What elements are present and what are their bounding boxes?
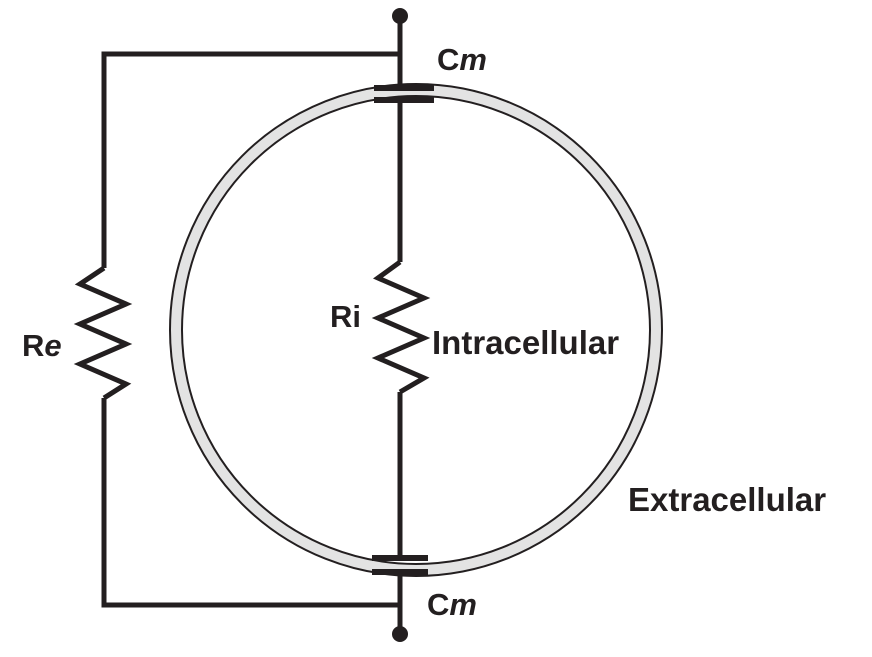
ri-resistor-zigzag bbox=[371, 259, 431, 395]
top-wire bbox=[101, 51, 400, 268]
capacitor-cm-bottom bbox=[372, 555, 428, 575]
extracellular-resistor-branch bbox=[73, 51, 400, 608]
label-cm-top-sub: m bbox=[459, 42, 487, 77]
label-cm-bottom: Cm bbox=[427, 587, 477, 622]
label-cm-bottom-sub: m bbox=[449, 587, 477, 622]
label-re-base: R bbox=[22, 328, 44, 363]
label-cm-top-base: C bbox=[437, 42, 459, 77]
label-re: Re bbox=[22, 328, 62, 363]
bottom-terminal-dot bbox=[392, 626, 408, 642]
label-extracellular: Extracellular bbox=[628, 481, 826, 518]
label-cm-top: Cm bbox=[437, 42, 487, 77]
label-ri: Ri bbox=[330, 299, 361, 334]
bottom-wire bbox=[101, 398, 400, 608]
intracellular-branch bbox=[371, 16, 431, 634]
label-intracellular: Intracellular bbox=[432, 324, 619, 361]
top-terminal-dot bbox=[392, 8, 408, 24]
re-resistor-zigzag bbox=[73, 265, 133, 401]
label-cm-bottom-base: C bbox=[427, 587, 449, 622]
capacitor-cm-top bbox=[374, 85, 434, 103]
label-re-sub: e bbox=[44, 328, 61, 363]
